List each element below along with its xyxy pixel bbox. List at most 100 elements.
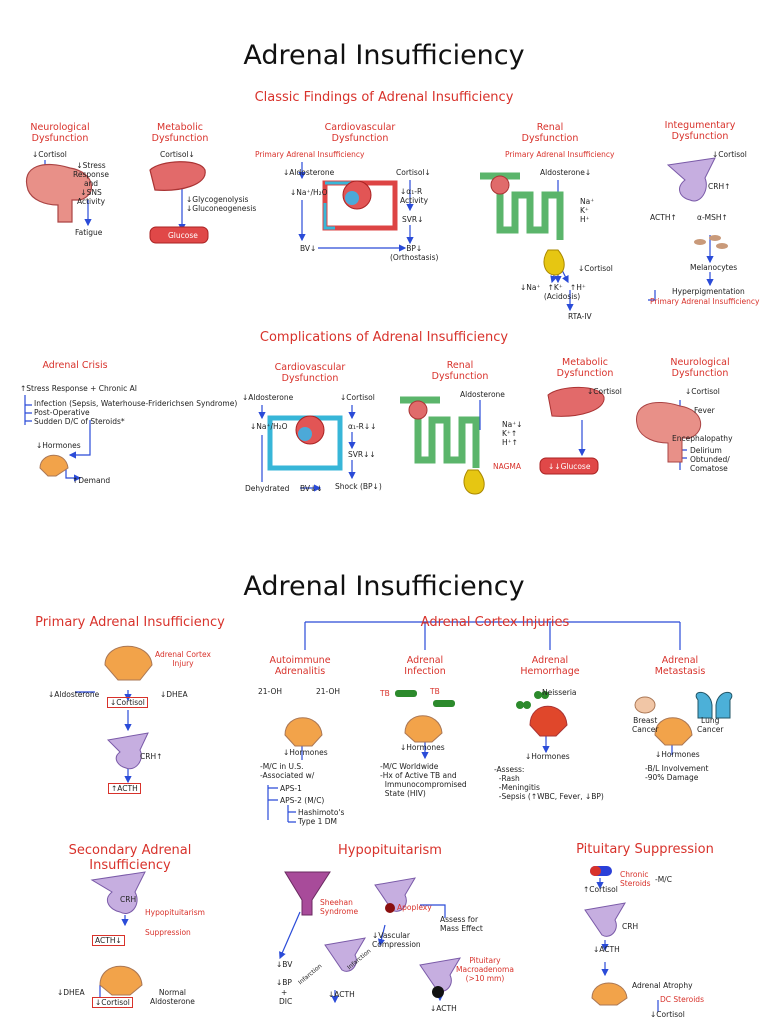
secondary-acth: ACTH↓ — [92, 935, 125, 946]
comp-metabolic-glucose: ↓↓Glucose — [548, 462, 591, 471]
comp-metabolic-cortisol: ↓Cortisol — [587, 387, 622, 396]
comp-renal-aldo: Aldosterone — [460, 390, 505, 399]
classic-cardio-primary: Primary Adrenal Insufficiency — [255, 150, 365, 159]
secondary-supp: Suppression — [145, 928, 191, 937]
secondary-head: Secondary Adrenal Insufficiency — [68, 843, 192, 873]
pitsup-head: Pituitary Suppression — [576, 842, 714, 857]
hypopit-vascular: ↓Vascular Compression — [372, 931, 421, 949]
pitsup-cortisol2: ↓Cortisol — [650, 1010, 685, 1019]
comp-neuro-list: Delirium Obtunded/ Comatose — [690, 446, 730, 473]
hypopit-sheehan: Sheehan Syndrome — [320, 898, 359, 916]
comp-cardio-head: Cardiovascular Dysfunction — [274, 362, 346, 384]
secondary-cortisol: ↓Cortisol — [92, 997, 133, 1008]
comp-neuro-enceph: Encephalopathy — [672, 434, 733, 443]
comp-cardio-dehyd: Dehydrated — [245, 484, 290, 493]
classic-renal-cortisol: ↓Cortisol — [578, 264, 613, 273]
secondary-dhea: ↓DHEA — [57, 988, 85, 997]
secondary-crh: CRH — [120, 895, 137, 904]
pituitary-icon — [324, 937, 366, 972]
classic-neuro-effects: ↓Stress Response and ↓SNS Activity — [73, 161, 110, 206]
blood-vessel-icon — [149, 226, 209, 244]
neisseria-icon — [516, 691, 549, 709]
metastasis-notes: -B/L Involvement -90% Damage — [645, 764, 709, 782]
pituitary-icon — [106, 732, 149, 770]
pitsup-chronic: Chronic Steroids — [620, 870, 651, 888]
hypopit-dic: DIC — [279, 997, 293, 1006]
comp-renal-ions: Na⁺↓ K⁺↑ H⁺↑ — [502, 420, 523, 447]
autoimmune-aps2: APS-2 (M/C) — [280, 796, 325, 805]
complications-subtitle: Complications of Adrenal Insufficiency — [259, 330, 509, 345]
classic-renal-bottom: ↓Na⁺ ↑K⁺ ↑H⁺ (Acidosis) — [520, 283, 586, 301]
lungs-icon — [695, 691, 733, 719]
hypopit-acth1: ↓ACTH — [328, 990, 355, 999]
classic-cardio-head: Cardiovascular Dysfunction — [324, 122, 396, 144]
classic-neuro-cortisol: ↓Cortisol — [32, 150, 67, 159]
metastasis-breast: Breast Cancer — [632, 716, 659, 734]
classic-cardio-na: ↓Na⁺/H₂O — [290, 188, 328, 197]
comp-metabolic-head: Metabolic Dysfunction — [556, 357, 614, 379]
hypopit-acth2: ↓ACTH — [430, 1004, 457, 1013]
classic-subtitle: Classic Findings of Adrenal Insufficienc… — [254, 90, 514, 105]
hypopit-apoplexy: Apoplexy — [397, 903, 432, 912]
comp-cardio-shock: Shock (BP↓) — [335, 482, 382, 491]
classic-integ-head: Integumentary Dysfunction — [664, 120, 736, 142]
crisis-causes: Infection (Sepsis, Waterhouse-Friderichs… — [34, 399, 238, 426]
adrenal-gland-icon — [284, 717, 323, 747]
adrenal-gland-icon — [99, 965, 143, 996]
tb-bacteria-icon — [395, 690, 455, 707]
autoimmune-oh1: 21-OH — [258, 687, 283, 696]
hemorrhage-notes: -Assess: -Rash -Meningitis -Sepsis (↑WBC… — [494, 765, 604, 801]
comp-cardio-alpha: α₁-R↓↓ — [348, 422, 377, 431]
infection-tb1: TB — [380, 689, 390, 698]
classic-integ-acth: ACTH↑ — [650, 213, 677, 222]
classic-metabolic-head: Metabolic Dysfunction — [151, 122, 209, 144]
autoimmune-notes: -M/C in U.S. -Associated w/ — [260, 762, 315, 780]
metastasis-lung: Lung Cancer — [697, 716, 724, 734]
infection-hormones: ↓Hormones — [400, 743, 445, 752]
heart-loop-icon — [267, 415, 343, 471]
autoimmune-head: Autoimmune Adrenalitis — [269, 655, 331, 677]
brain-icon — [25, 163, 93, 223]
pitsup-acth: ↓ACTH — [593, 945, 620, 954]
classic-cardio-bv: BV↓ — [300, 244, 317, 253]
classic-cardio-svr: SVR↓ — [402, 215, 424, 224]
primary-aldo: ↓Aldosterone — [48, 690, 100, 699]
page-title: Adrenal Insufficiency — [243, 40, 525, 71]
autoimmune-sub: Hashimoto's Type 1 DM — [298, 808, 345, 826]
classic-neuro-head: Neurological Dysfunction — [30, 122, 90, 144]
hypopit-head: Hypopituitarism — [338, 843, 442, 858]
nephron-icon — [400, 396, 485, 495]
classic-integ-cortisol: ↓Cortisol — [712, 150, 747, 159]
crisis-head: Adrenal Crisis — [42, 360, 108, 371]
hypopit-assess: Assess for Mass Effect — [440, 915, 483, 933]
comp-cardio-svr: SVR↓↓ — [348, 450, 376, 459]
hemorrhage-neisseria: Neisseria — [542, 688, 577, 697]
secondary-normal: Normal Aldosterone — [150, 988, 195, 1006]
nephron-icon — [480, 172, 565, 276]
pitsup-crh: CRH — [622, 922, 639, 931]
primary-dhea: ↓DHEA — [160, 690, 188, 699]
classic-cardio-cortisol: Cortisol↓ — [396, 168, 431, 177]
comp-cardio-na: ↓Na⁺/H₂O — [250, 422, 288, 431]
classic-renal-rta: RTA-IV — [568, 312, 592, 321]
crisis-demand: ↑Demand — [72, 476, 111, 485]
adrenal-gland-icon — [529, 705, 568, 737]
uterus-icon — [284, 871, 331, 916]
metastasis-hormones: ↓Hormones — [655, 750, 700, 759]
classic-renal-ions: Na⁺ K⁺ H⁺ — [580, 197, 595, 224]
pituitary-icon — [90, 871, 146, 914]
primary-head: Primary Adrenal Insufficiency — [35, 615, 225, 630]
infection-notes: -M/C Worldwide -Hx of Active TB and Immu… — [380, 762, 467, 798]
melanocytes-icon — [694, 235, 728, 249]
comp-renal-head: Renal Dysfunction — [431, 360, 489, 382]
comp-cardio-aldo: ↓Aldosterone — [242, 393, 294, 402]
injuries-head: Adrenal Cortex Injuries — [420, 615, 570, 630]
pitsup-cortisol1: ↑Cortisol — [583, 885, 618, 894]
crisis-hormones: ↓Hormones — [36, 441, 81, 450]
classic-integ-crh: CRH↑ — [708, 182, 731, 191]
pituitary-icon — [666, 157, 716, 202]
comp-neuro-fever: Fever — [694, 406, 715, 415]
classic-renal-aldo: Aldosterone↓ — [540, 168, 592, 177]
classic-integ-primary: Primary Adrenal Insufficiency — [650, 297, 760, 306]
